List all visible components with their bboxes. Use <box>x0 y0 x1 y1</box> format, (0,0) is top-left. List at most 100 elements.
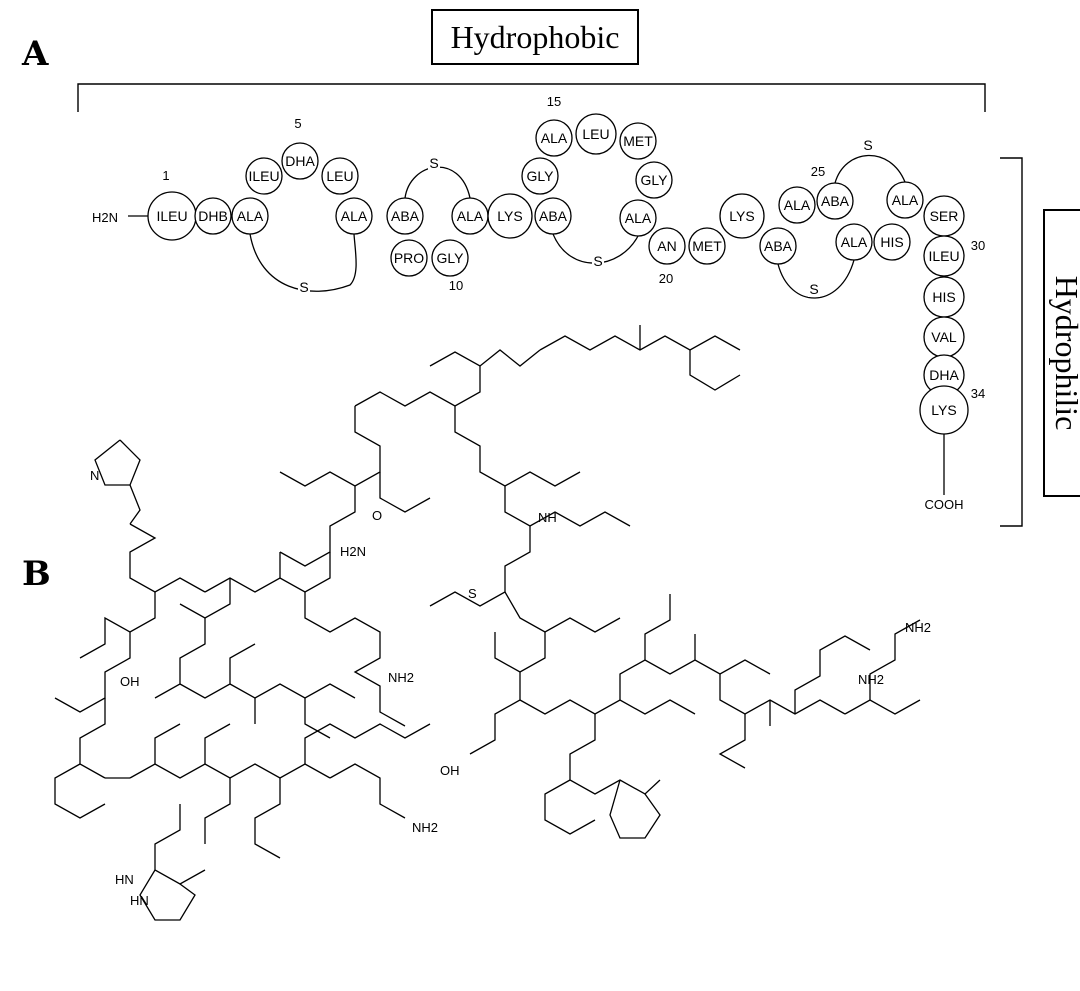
position-number: 30 <box>971 238 985 253</box>
hydrophilic-bracket <box>1000 157 1023 527</box>
structural-formula: H2N NH2 NH N O S OH HN HN NH2 NH2 NH2 OH <box>54 325 931 921</box>
atom-label-hn-2: HN <box>130 893 149 908</box>
residue-circle <box>231 197 269 235</box>
residue-label: MET <box>692 238 722 254</box>
hydrophobic-bracket <box>77 83 986 112</box>
residue-circle <box>619 199 657 237</box>
atom-label-o: O <box>372 508 382 523</box>
residue-circle <box>886 181 924 219</box>
residue-label: ALA <box>784 197 811 213</box>
residue-label: DHB <box>198 208 228 224</box>
position-number: 15 <box>547 94 561 109</box>
residue-label: ABA <box>764 238 793 254</box>
residue-label: ALA <box>541 130 568 146</box>
bridge-sulfur-label: S <box>299 279 308 295</box>
residue-circle <box>648 227 686 265</box>
residue-label: GLY <box>641 172 669 188</box>
residue-30: ILEU <box>923 235 965 277</box>
atom-label-nh: NH <box>538 510 557 525</box>
atom-label-n: N <box>90 468 99 483</box>
residue-label: ABA <box>539 208 568 224</box>
residue-circle <box>487 193 533 239</box>
thioether-bridge-1 <box>249 233 357 292</box>
residue-8: ABA <box>386 197 424 235</box>
residue-14: GLY <box>521 157 559 195</box>
residue-label: LYS <box>931 402 956 418</box>
hydrophilic-label-box: Hydrophilic <box>1043 209 1080 497</box>
residue-label: LYS <box>497 208 522 224</box>
residue-label: ABA <box>391 208 420 224</box>
atom-label-nh2-2: NH2 <box>412 820 438 835</box>
position-number: 10 <box>449 278 463 293</box>
atom-label-nh2-3: NH2 <box>905 620 931 635</box>
residue-label: LEU <box>582 126 609 142</box>
residue-33: DHA <box>923 354 965 396</box>
residue-12: LYS <box>487 193 533 239</box>
residue-label: ILEU <box>156 208 187 224</box>
residue-22: LYS <box>719 193 765 239</box>
residue-circle <box>521 157 559 195</box>
residue-24: ALA <box>778 186 816 224</box>
residue-label: ALA <box>841 234 868 250</box>
bridge-sulfur-label: S <box>863 137 872 153</box>
residue-circle <box>431 239 469 277</box>
residue-label: ILEU <box>248 168 279 184</box>
residue-3: ALA <box>231 197 269 235</box>
residue-circle <box>575 113 617 155</box>
residue-7: ALA <box>335 197 373 235</box>
c-terminus-label: COOH <box>925 497 964 512</box>
residue-2: DHB <box>194 197 232 235</box>
atom-label-s: S <box>468 586 477 601</box>
residue-circle <box>619 122 657 160</box>
residue-label: ABA <box>821 193 850 209</box>
atom-label-h2n: H2N <box>340 544 366 559</box>
position-number: 20 <box>659 271 673 286</box>
position-number: 1 <box>162 168 169 183</box>
panel-a-letter: A <box>21 34 49 74</box>
residue-label: VAL <box>931 329 957 345</box>
termini: H2N COOH <box>92 210 964 512</box>
atom-label-oh-2: OH <box>440 763 460 778</box>
thioether-bridge-4 <box>777 259 855 299</box>
atom-label-nh2-terminal: NH2 <box>858 672 884 687</box>
residue-label: GLY <box>437 250 465 266</box>
bridge-sulfur-label: S <box>809 281 818 297</box>
residue-29: SER <box>923 195 965 237</box>
residue-label: LYS <box>729 208 754 224</box>
residue-circle <box>719 193 765 239</box>
residue-circle <box>194 197 232 235</box>
residue-label: ILEU <box>928 248 959 264</box>
residue-label: ALA <box>892 192 919 208</box>
residue-11: ALA <box>451 197 489 235</box>
residue-label: PRO <box>394 250 424 266</box>
residue-label: DHA <box>285 153 315 169</box>
residue-circle <box>835 223 873 261</box>
residue-circle <box>919 385 969 435</box>
residue-circle <box>245 157 283 195</box>
thioether-bridge-5 <box>834 154 906 184</box>
position-number: 5 <box>294 116 301 131</box>
residue-label: HIS <box>932 289 955 305</box>
residue-9: PRO <box>390 239 428 277</box>
hydrophilic-label: Hydrophilic <box>1049 276 1080 431</box>
residue-21: MET <box>688 227 726 265</box>
residue-15: ALA <box>535 119 573 157</box>
residue-circle <box>816 182 854 220</box>
residue-circle <box>321 157 359 195</box>
residue-16: LEU <box>575 113 617 155</box>
residue-circle <box>386 197 424 235</box>
position-number: 25 <box>811 164 825 179</box>
residue-label: ALA <box>341 208 368 224</box>
residue-circle <box>778 186 816 224</box>
residue-25: ABA <box>816 182 854 220</box>
residue-label: LEU <box>326 168 353 184</box>
atom-label-hn-1: HN <box>115 872 134 887</box>
residue-circle <box>759 227 797 265</box>
residue-5: DHA <box>281 142 319 180</box>
residue-26: ALA <box>835 223 873 261</box>
residue-circle <box>390 239 428 277</box>
residue-circle <box>535 119 573 157</box>
residue-18: GLY <box>635 161 673 199</box>
